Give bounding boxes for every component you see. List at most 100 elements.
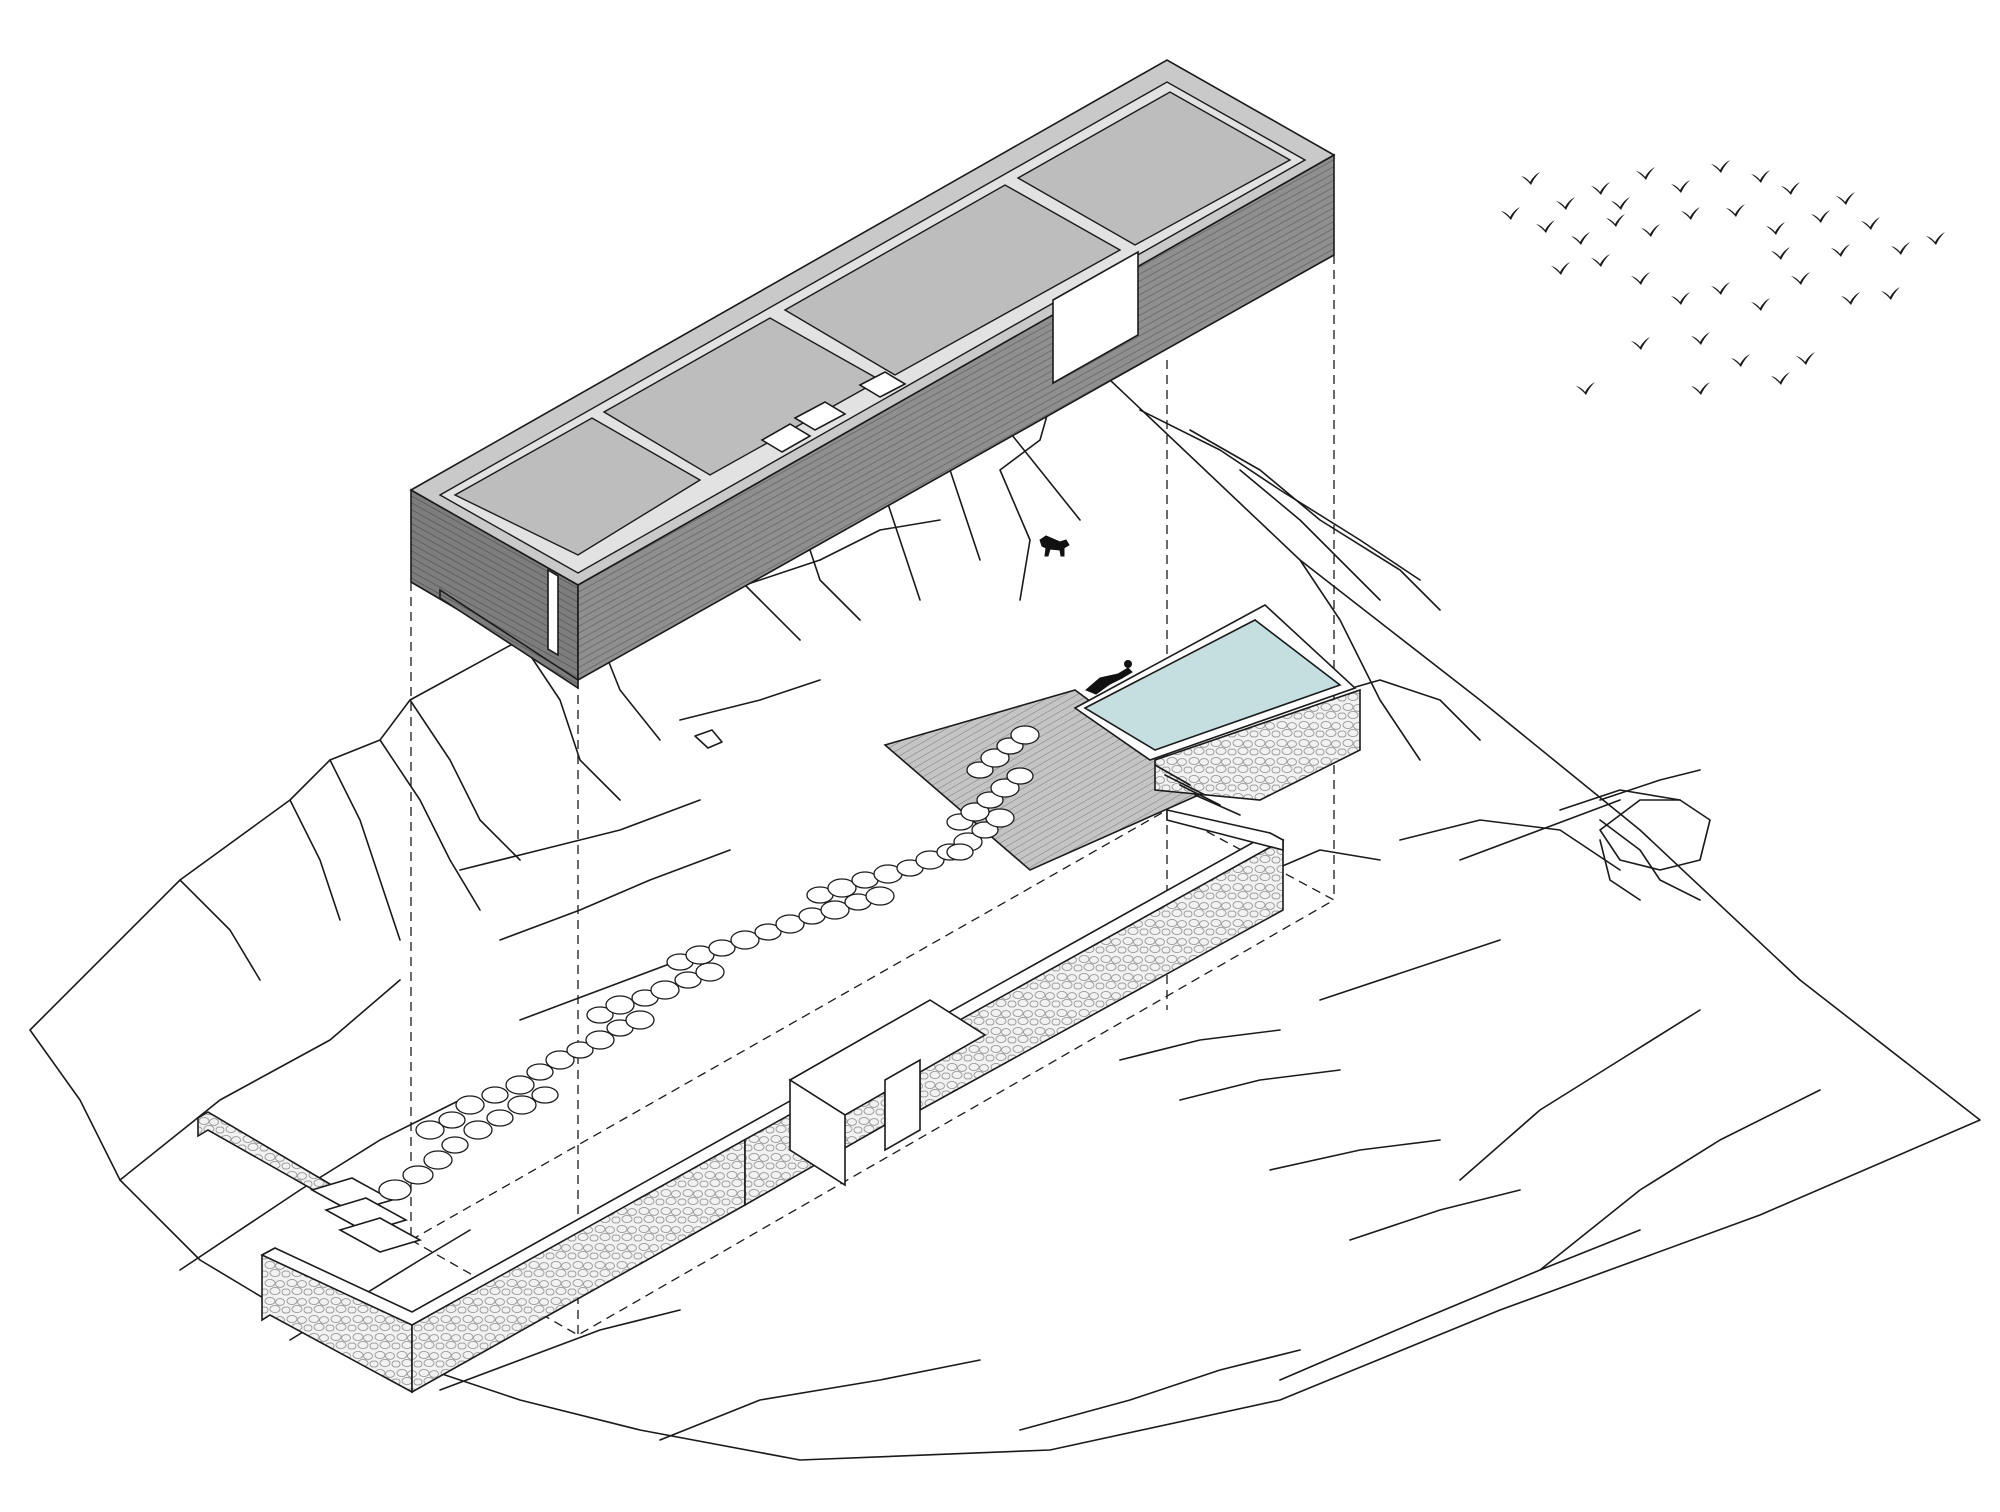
- paver-icon: [545, 1050, 575, 1070]
- house-underside: [439, 588, 579, 690]
- bird-icon: [1571, 232, 1590, 245]
- bird-icon: [1711, 160, 1730, 173]
- house-window-large: [1052, 250, 1139, 385]
- bird-icon: [1556, 197, 1575, 210]
- paver-icon: [865, 886, 895, 906]
- bird-icon: [1811, 210, 1830, 223]
- diver-head: [1124, 660, 1132, 668]
- paver-icon: [966, 761, 994, 779]
- paver-icon: [971, 821, 999, 839]
- paver-icon: [708, 939, 736, 957]
- diver-icon: [1085, 667, 1133, 695]
- paver-icon: [946, 843, 974, 861]
- dog: [1039, 535, 1070, 557]
- bird-icon: [1636, 167, 1655, 180]
- bird-flock: [1501, 160, 1945, 395]
- entry-door: [884, 1058, 921, 1152]
- small-rock: [694, 729, 723, 749]
- paver-icon: [976, 791, 1004, 809]
- paver-icon: [754, 923, 782, 941]
- paver-icon: [775, 914, 805, 934]
- bird-icon: [1521, 172, 1540, 185]
- bird-icon: [1766, 222, 1785, 235]
- roof-panel-3: [783, 184, 1122, 376]
- paver-icon: [402, 1165, 434, 1185]
- bird-icon: [1891, 242, 1910, 255]
- roof-panel-4: [1016, 91, 1292, 246]
- bird-icon: [1576, 382, 1595, 395]
- pool-wall: [1154, 688, 1361, 801]
- paver-icon: [915, 850, 945, 870]
- paver-icon: [980, 748, 1010, 768]
- contour-lines: [119, 369, 1821, 1441]
- paver-icon: [625, 1010, 655, 1030]
- paver-icon: [820, 900, 850, 920]
- paver-icon: [1010, 725, 1040, 745]
- paver-icon: [505, 1075, 535, 1095]
- deck-and-pool: [883, 604, 1361, 871]
- paver-icon: [486, 1109, 514, 1127]
- bird-icon: [1671, 292, 1690, 305]
- paver-icon: [415, 1120, 445, 1140]
- entry-door-left: [789, 1078, 846, 1187]
- stone-plinth-walls: [197, 809, 1285, 1394]
- rock-outcrop: [1599, 799, 1711, 871]
- front-low-wall: [261, 1247, 413, 1394]
- bird-icon: [1796, 352, 1815, 365]
- paver-icon: [960, 802, 990, 822]
- paver-icon: [990, 778, 1020, 798]
- paver-icon: [438, 1111, 466, 1129]
- bird-icon: [1781, 182, 1800, 195]
- paver-icon: [566, 1041, 594, 1059]
- paver-icon: [695, 962, 725, 982]
- paver-icon: [1006, 767, 1034, 785]
- roof-panel-1: [453, 417, 702, 556]
- paver-icon: [463, 1120, 493, 1140]
- platform-edge: [1166, 809, 1284, 852]
- paver-icon: [526, 1063, 554, 1081]
- diver: [1085, 660, 1133, 695]
- bird-icon: [1771, 247, 1790, 260]
- paver-icon: [827, 878, 857, 898]
- bird-icon: [1631, 272, 1650, 285]
- stepping-stones: [378, 725, 1040, 1201]
- paver-icon: [507, 1095, 537, 1115]
- main-long-wall: [411, 1133, 746, 1394]
- house-window-slot: [547, 568, 559, 657]
- house-volume: [409, 59, 1336, 690]
- bird-icon: [1631, 337, 1650, 350]
- bird-icon: [1841, 292, 1860, 305]
- bird-icon: [1501, 207, 1520, 220]
- bird-icon: [1836, 192, 1855, 205]
- paver-icon: [378, 1179, 412, 1201]
- wall-top: [260, 832, 1285, 1326]
- paver-icon: [423, 1150, 453, 1170]
- bird-icon: [1591, 254, 1610, 267]
- bird-icon: [1926, 232, 1945, 245]
- paver-icon: [985, 808, 1015, 828]
- dog-icon: [1039, 535, 1070, 557]
- bird-icon: [1691, 382, 1710, 395]
- bird-icon: [1711, 282, 1730, 295]
- bird-icon: [1731, 354, 1750, 367]
- paver-icon: [674, 971, 702, 989]
- bird-icon: [1591, 182, 1610, 195]
- bird-icon: [1861, 217, 1880, 230]
- stair: [309, 1177, 423, 1253]
- upper-wall: [919, 838, 1284, 1112]
- bird-icon: [1751, 298, 1770, 311]
- paver-icon: [730, 930, 760, 950]
- paver-icon: [455, 1095, 485, 1115]
- bird-icon: [1881, 287, 1900, 300]
- bird-icon: [1606, 214, 1625, 227]
- bird-icon: [1771, 372, 1790, 385]
- paver-icon: [586, 1006, 614, 1024]
- bird-icon: [1536, 220, 1555, 233]
- terrain-outline: [29, 369, 1981, 1461]
- bird-icon: [1831, 244, 1850, 257]
- paver-icon: [650, 980, 680, 1000]
- bird-icon: [1791, 272, 1810, 285]
- paver-icon: [481, 1086, 509, 1104]
